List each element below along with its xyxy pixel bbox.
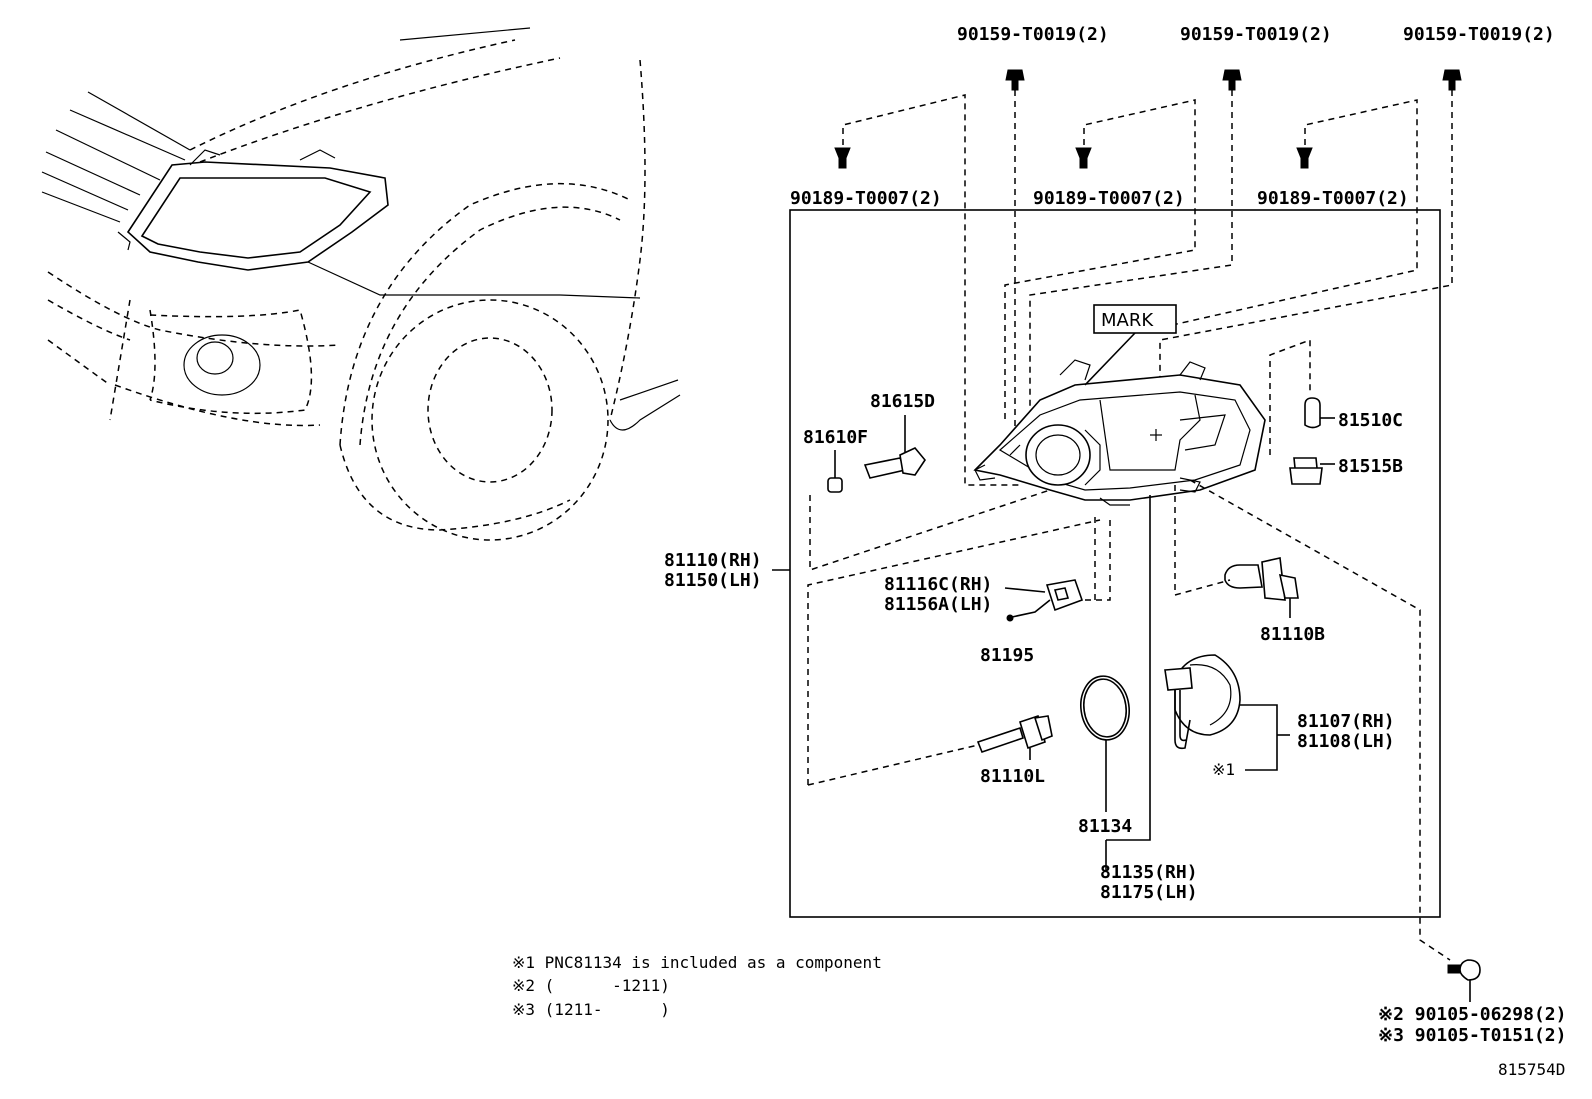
- part-number-81110-rh: 81110(RH): [664, 550, 762, 571]
- part-number-81175-lh: 81175(LH): [1100, 882, 1198, 903]
- ballast-cover-icon: [1164, 654, 1241, 750]
- part-number-81107-rh: 81107(RH): [1297, 711, 1395, 732]
- socket-icon: [863, 415, 926, 479]
- reference-mark-1: ※1: [1212, 760, 1235, 779]
- hid-bulb-icon: [976, 714, 1053, 760]
- part-number-bolt-1: ※2 90105-06298(2): [1378, 1004, 1566, 1025]
- clip-icon: [1004, 99, 1196, 420]
- assembly-frame: [789, 209, 1441, 918]
- part-number-81195: 81195: [980, 645, 1034, 666]
- part-number-81135-rh: 81135(RH): [1100, 862, 1198, 883]
- footnote-3: ※3 (1211- ): [512, 1000, 670, 1019]
- part-number-90189-1: 90189-T0007(2): [790, 188, 942, 209]
- footnotes: ※1 PNC81134 is included as a component ※…: [512, 953, 882, 1019]
- part-number-81108-lh: 81108(LH): [1297, 731, 1395, 752]
- mark-callout: MARK: [1084, 304, 1177, 386]
- footnote-1: ※1 PNC81134 is included as a component: [512, 953, 882, 972]
- part-number-90159-3: 90159-T0019(2): [1403, 24, 1555, 45]
- part-number-81110L: 81110L: [980, 766, 1045, 787]
- drawing-number: 815754D: [1498, 1060, 1565, 1079]
- part-number-81156A-lh: 81156A(LH): [884, 594, 992, 615]
- footnote-2: ※2 ( -1211): [512, 976, 670, 995]
- part-number-81510C: 81510C: [1338, 410, 1403, 431]
- part-number-81116C-rh: 81116C(RH): [884, 574, 992, 595]
- screw-icon: [1005, 69, 1025, 440]
- part-number-81150-lh: 81150(LH): [664, 570, 762, 591]
- part-labels: 90159-T0019(2) 90159-T0019(2) 90159-T001…: [664, 24, 1566, 1079]
- part-number-81110B: 81110B: [1260, 624, 1325, 645]
- part-number-81615D: 81615D: [870, 391, 935, 412]
- part-number-81515B: 81515B: [1338, 456, 1403, 477]
- bulb-icon: [827, 450, 843, 493]
- headlamp-unit: [973, 359, 1266, 506]
- part-number-90189-2: 90189-T0007(2): [1033, 188, 1185, 209]
- mark-label: MARK: [1101, 310, 1154, 331]
- screw-icon: [1029, 69, 1242, 440]
- bulb-icon: [1304, 397, 1335, 429]
- clip-icon: [834, 94, 1020, 486]
- part-number-bolt-2: ※3 90105-T0151(2): [1378, 1025, 1566, 1046]
- part-number-81134: 81134: [1078, 816, 1132, 837]
- part-number-90159-2: 90159-T0019(2): [1180, 24, 1332, 45]
- connector-icon: [1004, 579, 1084, 622]
- part-number-90159-1: 90159-T0019(2): [957, 24, 1109, 45]
- clip-icon: [1149, 99, 1418, 331]
- bolt-icon: [1447, 959, 1481, 1002]
- vehicle-front-illustration: [41, 27, 681, 541]
- socket-icon: [1289, 457, 1335, 485]
- part-number-90189-3: 90189-T0007(2): [1257, 188, 1409, 209]
- seal-ring-icon: [1080, 675, 1130, 870]
- bulb-icon: [1224, 557, 1299, 618]
- part-number-81610F: 81610F: [803, 427, 868, 448]
